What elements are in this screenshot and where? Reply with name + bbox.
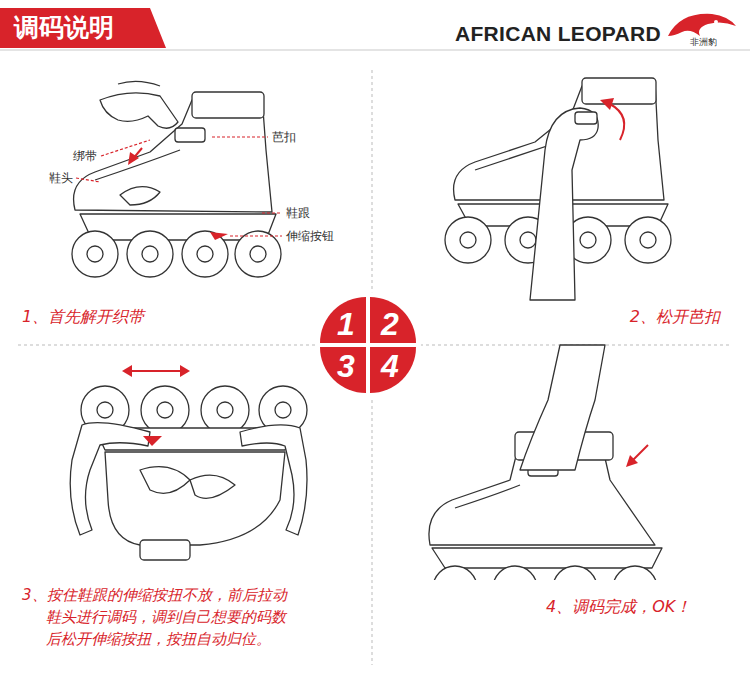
- quadrant-fill: [320, 297, 366, 343]
- part-name: 鞋头: [48, 170, 74, 187]
- brand-name: AFRICAN LEOPARD: [455, 22, 661, 46]
- quadrant-fill: [370, 347, 416, 393]
- part-name: 芭扣: [271, 129, 297, 146]
- step-number: 1: [337, 308, 355, 340]
- step-number: 2: [381, 308, 399, 340]
- step-quadrant: 3: [320, 347, 366, 393]
- step-number: 4: [381, 350, 399, 382]
- step-caption: 4、调码完成，OK！: [546, 597, 691, 618]
- banner-title: 调码说明: [14, 11, 114, 45]
- step-caption: 2、松开芭扣: [630, 307, 720, 328]
- part-name: 绑带: [72, 148, 98, 165]
- step-quadrant: 2: [370, 297, 416, 343]
- brand-cn: 非洲豹: [690, 36, 717, 49]
- quadrant-fill: [320, 347, 366, 393]
- step-caption: 3、按住鞋跟的伸缩按扭不放，前后拉动鞋头进行调码，调到自己想要的码数后松开伸缩按…: [22, 584, 296, 650]
- step-number: 3: [337, 350, 355, 382]
- step-quadrant: 4: [370, 347, 416, 393]
- quadrant-fill: [370, 297, 416, 343]
- part-name: 鞋跟: [285, 205, 311, 222]
- step-quadrant: 1: [320, 297, 366, 343]
- part-name: 伸缩按钮: [285, 228, 335, 245]
- step-caption: 1、首先解开织带: [22, 307, 144, 328]
